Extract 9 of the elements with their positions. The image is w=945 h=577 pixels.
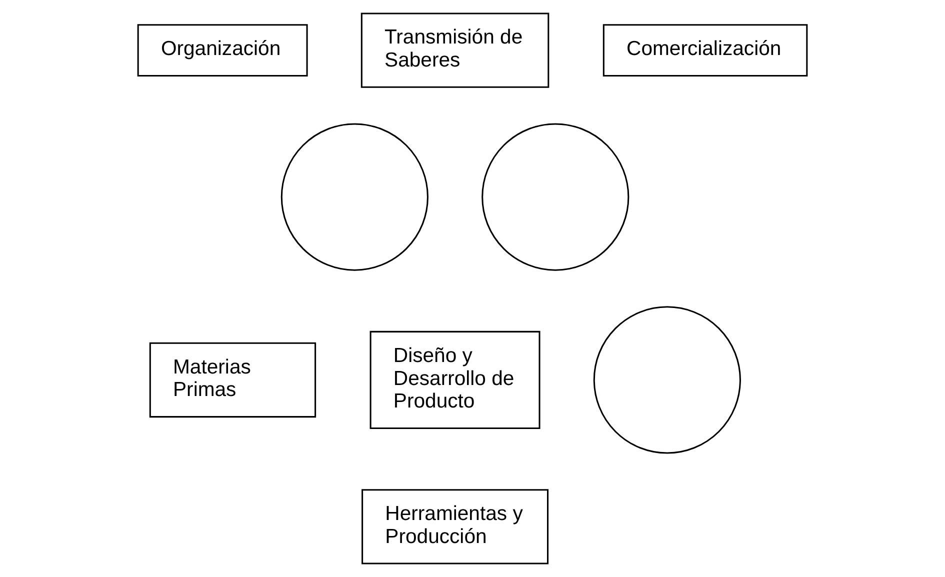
- node-box: Diseño y Desarrollo de Producto: [370, 330, 540, 429]
- node-box: Transmisión de Saberes: [360, 12, 550, 88]
- node-circle: [280, 123, 428, 271]
- node-box: Materias Primas: [149, 342, 316, 418]
- node-box: Organización: [137, 24, 308, 76]
- node-box: Herramientas y Producción: [362, 489, 549, 564]
- node-circle: [593, 306, 741, 454]
- node-box: Comercialización: [602, 24, 808, 76]
- node-circle: [482, 123, 630, 271]
